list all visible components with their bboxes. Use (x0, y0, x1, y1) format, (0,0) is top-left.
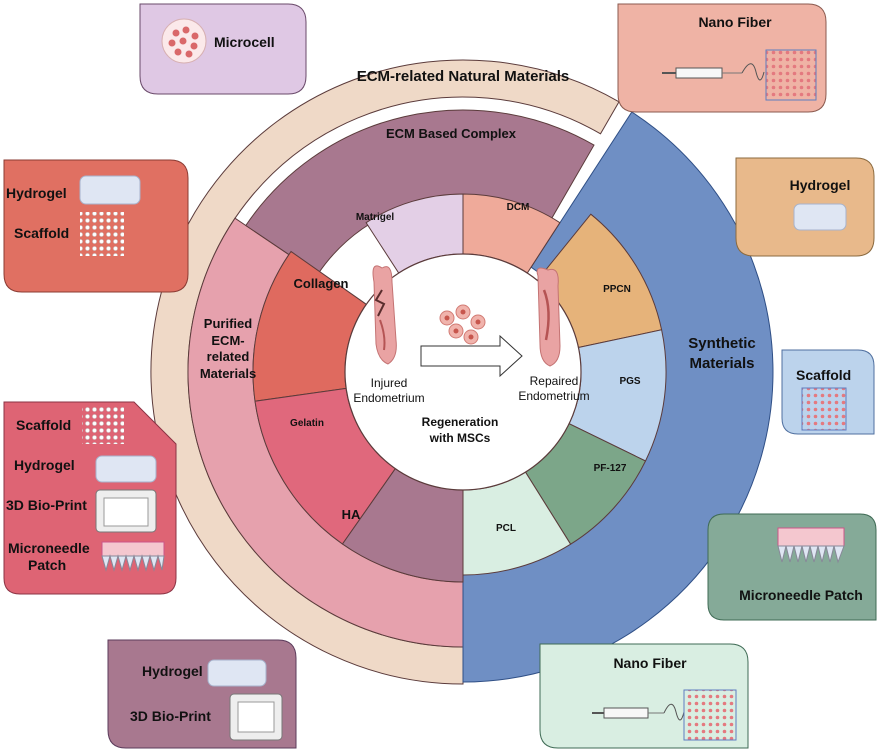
collagen-box-microneedle-label: Microneedle (8, 540, 90, 556)
microcell-label: Microcell (214, 34, 275, 50)
regeneration-label-line2: with MSCs (429, 431, 491, 445)
repaired-label-line2: Endometrium (518, 389, 589, 403)
hydrogel-icon (207, 659, 267, 687)
arrow-icon (420, 334, 523, 378)
hydrogel-icon (793, 203, 847, 231)
nano-fiber-bottom-label: Nano Fiber (613, 655, 687, 671)
scaffold-icon (80, 212, 124, 256)
collagen-label: Collagen (294, 276, 349, 291)
microneedle-icon (101, 541, 165, 572)
fiber-mesh-icon (765, 49, 817, 101)
synthetic-label-line2: Materials (689, 355, 754, 372)
microneedle-right-label: Microneedle Patch (739, 587, 863, 603)
nano-fiber-top-label: Nano Fiber (698, 14, 772, 30)
scaffold-right-box: Scaffold (781, 349, 875, 435)
purified-label-line3: related (207, 349, 250, 364)
collagen-box-bioprint-label: 3D Bio-Print (6, 497, 87, 513)
scaffold-icon (82, 406, 124, 444)
syringe-icon (592, 703, 685, 721)
injured-label-line2: Endometrium (353, 391, 424, 405)
collagen-box-hydrogel-label: Hydrogel (14, 457, 75, 473)
synthetic-label-line1: Synthetic (688, 335, 756, 352)
purified-label-line2: ECM- (211, 333, 244, 348)
hydrogel-right-box: Hydrogel (735, 157, 875, 257)
injured-label-line1: Injured (371, 376, 408, 390)
matrigel-label: Matrigel (356, 212, 395, 223)
natural-materials-label: ECM-related Natural Materials (357, 68, 570, 85)
scaffold-left-label: Scaffold (14, 225, 69, 241)
pcl-label: PCL (496, 523, 516, 534)
center-circle (344, 253, 582, 491)
purified-label-line4: Materials (200, 366, 256, 381)
hydrogel-scaffold-left-box: Hydrogel Scaffold (3, 159, 189, 293)
nano-fiber-bottom-box: Nano Fiber (539, 643, 749, 749)
hydrogel-icon (79, 175, 141, 205)
msc-cells-icon (439, 304, 486, 345)
microneedle-icon (777, 527, 845, 564)
ppcn-label: PPCN (603, 284, 631, 295)
regeneration-label-line1: Regeneration (422, 415, 499, 429)
repaired-endometrium-icon (536, 267, 561, 367)
microcell-box: Microcell (139, 3, 307, 95)
scaffold-right-label: Scaffold (796, 367, 851, 383)
purified-label-line1: Purified (204, 316, 252, 331)
syringe-icon (662, 63, 765, 81)
microneedle-patch-right-box: Microneedle Patch (707, 513, 877, 621)
fiber-mesh-icon (683, 689, 737, 741)
nano-fiber-top-box: Nano Fiber (617, 3, 827, 113)
collagen-applications-box: Scaffold Hydrogel 3D Bio-Print Microneed… (3, 401, 177, 595)
scaffold-icon (801, 387, 847, 431)
hydrogel-right-label: Hydrogel (790, 177, 851, 193)
pgs-label: PGS (619, 376, 640, 387)
collagen-box-patch-label: Patch (28, 557, 66, 573)
ha-label: HA (342, 507, 361, 522)
injured-endometrium-icon (372, 265, 397, 365)
collagen-box-scaffold-label: Scaffold (16, 417, 71, 433)
bioprint-bottom-label: 3D Bio-Print (130, 708, 211, 724)
repaired-label-line1: Repaired (530, 374, 579, 388)
bioprinter-icon (95, 489, 157, 533)
pf127-label: PF-127 (594, 463, 627, 474)
hydrogel-left-label: Hydrogel (6, 185, 67, 201)
hydrogel-bioprint-bottom-box: Hydrogel 3D Bio-Print (107, 639, 297, 749)
hydrogel-icon (95, 455, 157, 483)
bioprinter-icon (229, 693, 283, 741)
gelatin-label: Gelatin (290, 418, 324, 429)
hydrogel-bottom-label: Hydrogel (142, 663, 203, 679)
dcm-label: DCM (507, 202, 530, 213)
ecm-complex-label: ECM Based Complex (386, 126, 517, 141)
